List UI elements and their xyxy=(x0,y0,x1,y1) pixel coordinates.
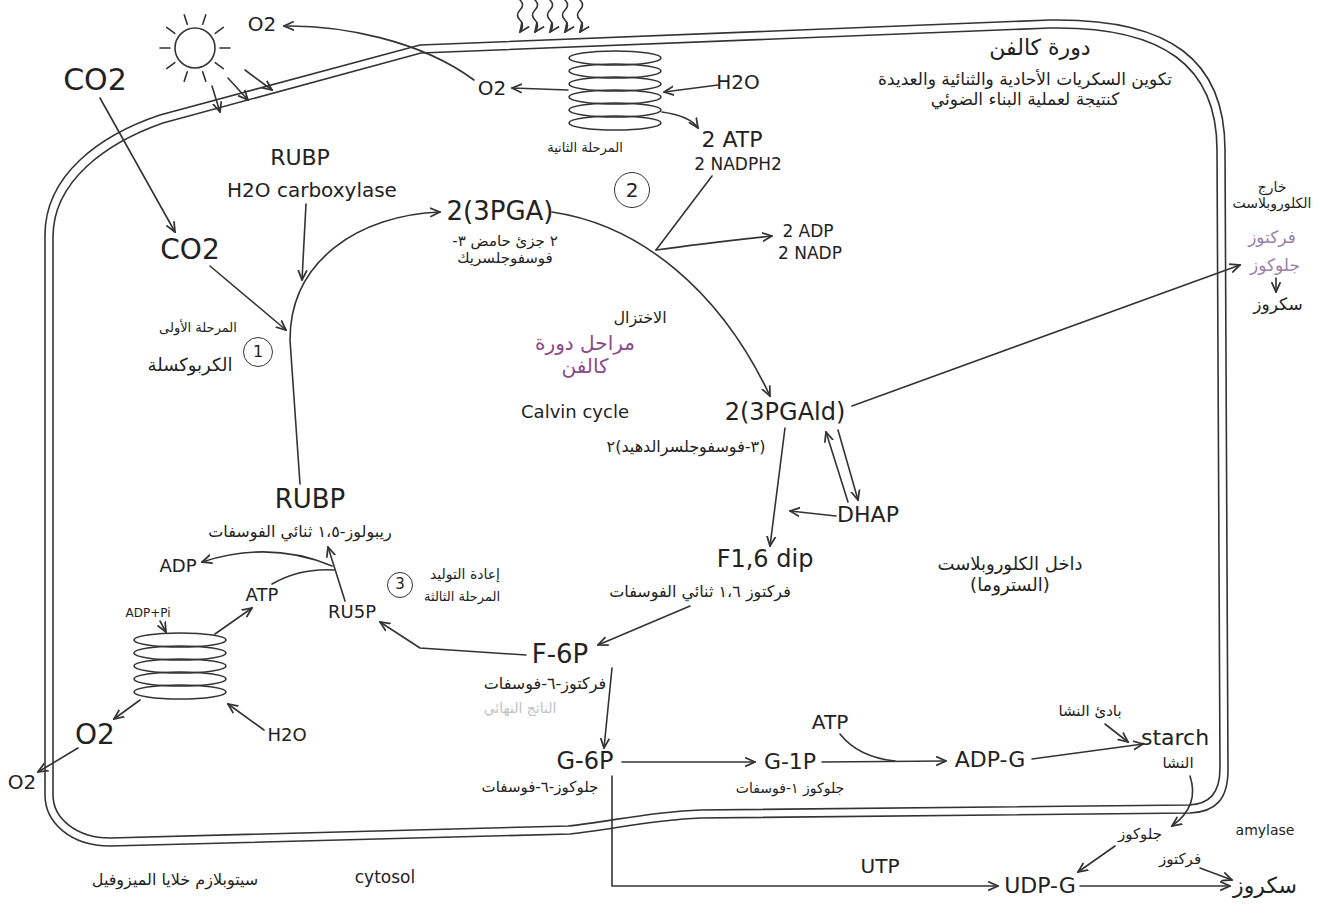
text-label: UDP-G xyxy=(1004,873,1076,898)
text-label: جلوكوز ١-فوسفات xyxy=(736,780,844,796)
text-label: خارج الكلوروبلاست xyxy=(1232,179,1312,211)
text-label: ATP xyxy=(812,711,848,734)
text-label: تكوين السكريات الأحادية والثنائية والعدي… xyxy=(875,70,1175,109)
text-label: DHAP xyxy=(837,502,899,527)
text-label: O2 xyxy=(75,719,115,751)
text-label: بادئ النشا xyxy=(1058,703,1121,720)
text-label: amylase xyxy=(1236,822,1295,838)
text-label: الكربوكسلة xyxy=(148,355,233,376)
callout-number: 3 xyxy=(395,576,405,593)
membrane-line xyxy=(45,20,1228,846)
text-label: إعادة التوليد xyxy=(430,566,500,582)
light-rays xyxy=(518,0,583,32)
chloroplast-membrane xyxy=(30,10,1240,855)
thylakoid-stack xyxy=(134,633,226,699)
text-label: ٢ جزئ حامض ٣-فوسفوجلسريك xyxy=(430,233,580,268)
text-label: RUBP xyxy=(275,485,346,515)
text-label: Calvin cycle xyxy=(521,402,629,423)
text-label: سكروز xyxy=(1253,295,1302,315)
text-label: فركتوز xyxy=(1159,851,1201,868)
text-label: G-6P xyxy=(557,748,614,776)
callout-number: 1 xyxy=(253,343,263,361)
text-label: فركتوز xyxy=(1248,228,1296,248)
text-label: الناتج النهائي xyxy=(484,700,557,716)
text-label: ADP-G xyxy=(955,747,1026,772)
text-label: 2 ADP xyxy=(782,222,833,242)
text-label: O2 xyxy=(248,13,276,36)
text-label: H2O carboxylase xyxy=(227,179,397,202)
text-label: F1,6 dip xyxy=(717,546,814,574)
text-label: المرحلة الأولى xyxy=(159,321,237,336)
text-label: ADP+Pi xyxy=(125,607,170,621)
text-label: مراحل دورة كالفن xyxy=(530,332,640,378)
text-label: CO2 xyxy=(160,234,219,266)
text-label: 2 NADPH2 xyxy=(694,155,782,175)
text-label: 2 NADP xyxy=(778,244,842,264)
callout-number: 2 xyxy=(626,179,639,202)
text-label: ريبولوز-١،٥ ثنائي الفوسفات xyxy=(208,523,392,541)
thylakoid-stack xyxy=(569,51,661,130)
text-label: المرحلة الثالثة xyxy=(424,590,500,605)
callout-circle: 2 xyxy=(614,172,650,208)
text-label: O2 xyxy=(478,77,506,100)
text-label: UTP xyxy=(861,855,900,878)
text-label: cytosol xyxy=(355,868,415,888)
text-label: فركتوز ١،٦ ثنائي الفوسفات xyxy=(609,583,791,601)
diagram-title: دورة كالفن xyxy=(989,35,1090,60)
text-label: 2(3PGAld) xyxy=(725,399,846,427)
text-label: سكروز xyxy=(1233,873,1297,898)
text-label: جلوكوز-٦-فوسفات xyxy=(482,779,599,796)
text-label: G-1P xyxy=(764,749,816,774)
text-label: الاختزال xyxy=(613,309,666,327)
text-label: فركتوز-٦-فوسفات xyxy=(484,675,606,693)
text-label: F-6P xyxy=(532,640,589,670)
text-label: جلوكوز xyxy=(1250,256,1300,276)
text-label: سيتوبلازم خلايا الميزوفيل xyxy=(92,871,258,889)
callout-circle: 3 xyxy=(387,572,413,598)
chloroplast-outline: داخل الكلوروبلاست (الستروما) 1 2 3 xyxy=(30,10,1240,855)
text-label: CO2 xyxy=(63,63,127,98)
text-label: RUBP xyxy=(270,145,330,170)
text-label: النشا xyxy=(1162,755,1193,772)
text-label: ATP xyxy=(246,585,279,606)
text-label: starch xyxy=(1141,725,1209,750)
text-label: RU5P xyxy=(328,602,376,623)
text-label: H2O xyxy=(716,71,760,94)
reaction-arrows xyxy=(38,26,1276,886)
text-label: 2 ATP xyxy=(701,127,762,152)
region-label: داخل الكلوروبلاست (الستروما) xyxy=(925,554,1095,595)
text-label: ADP xyxy=(159,556,196,577)
callout-circle: 1 xyxy=(243,337,273,367)
text-label: (٣-فوسفوجلسرالدهيد)٢ xyxy=(607,438,766,456)
text-label: H2O xyxy=(267,725,306,746)
text-label: O2 xyxy=(8,771,36,794)
membrane-line xyxy=(53,28,1220,838)
text-label: 2(3PGA) xyxy=(447,197,554,227)
text-label: جلوكوز xyxy=(1118,826,1162,843)
text-label: المرحلة الثانية xyxy=(547,141,623,156)
